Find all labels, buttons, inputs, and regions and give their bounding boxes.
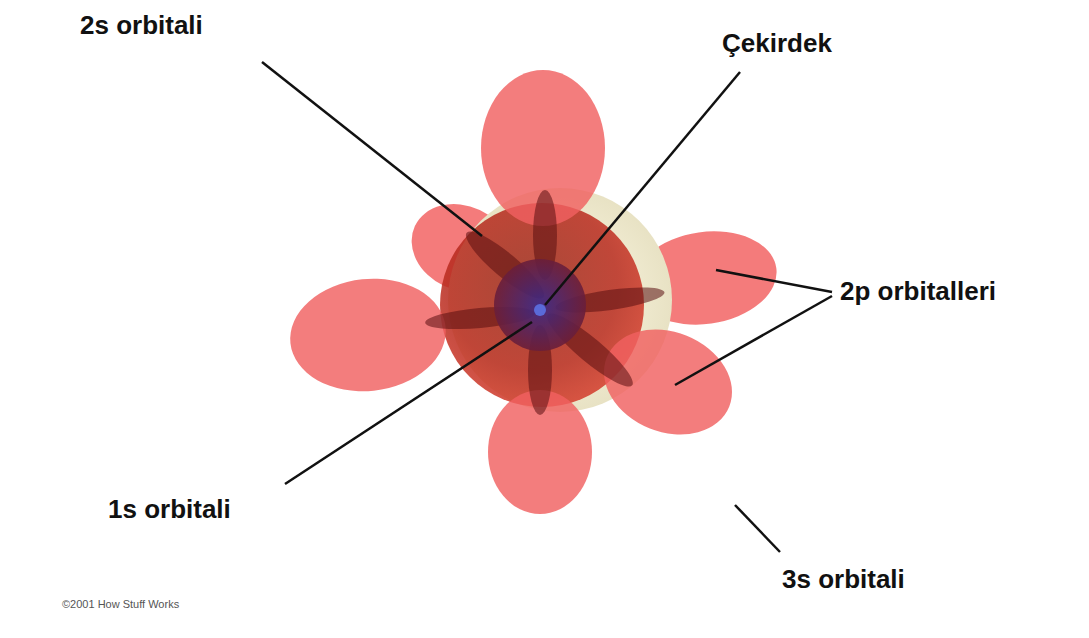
leader-line [262,62,482,236]
part-label: 2s orbitali [80,10,203,41]
part-label: 3s orbitali [782,564,905,595]
leader-lines [262,62,832,552]
leader-line [716,270,832,292]
nucleus [534,304,546,316]
part-label: 1s orbitali [108,494,231,525]
part-label: Çekirdek [722,28,832,59]
leader-line [285,322,532,484]
watermark: ©2001 How Stuff Works [62,598,179,611]
part-label: 2p orbitalleri [840,276,996,307]
p-lobe [285,271,452,399]
p-lobe [588,311,748,453]
lobe-overlaps [424,190,666,415]
p-orbital-lobes-front [285,70,748,514]
leader-line [735,505,780,552]
leader-line [545,72,740,305]
leader-line [675,296,832,385]
